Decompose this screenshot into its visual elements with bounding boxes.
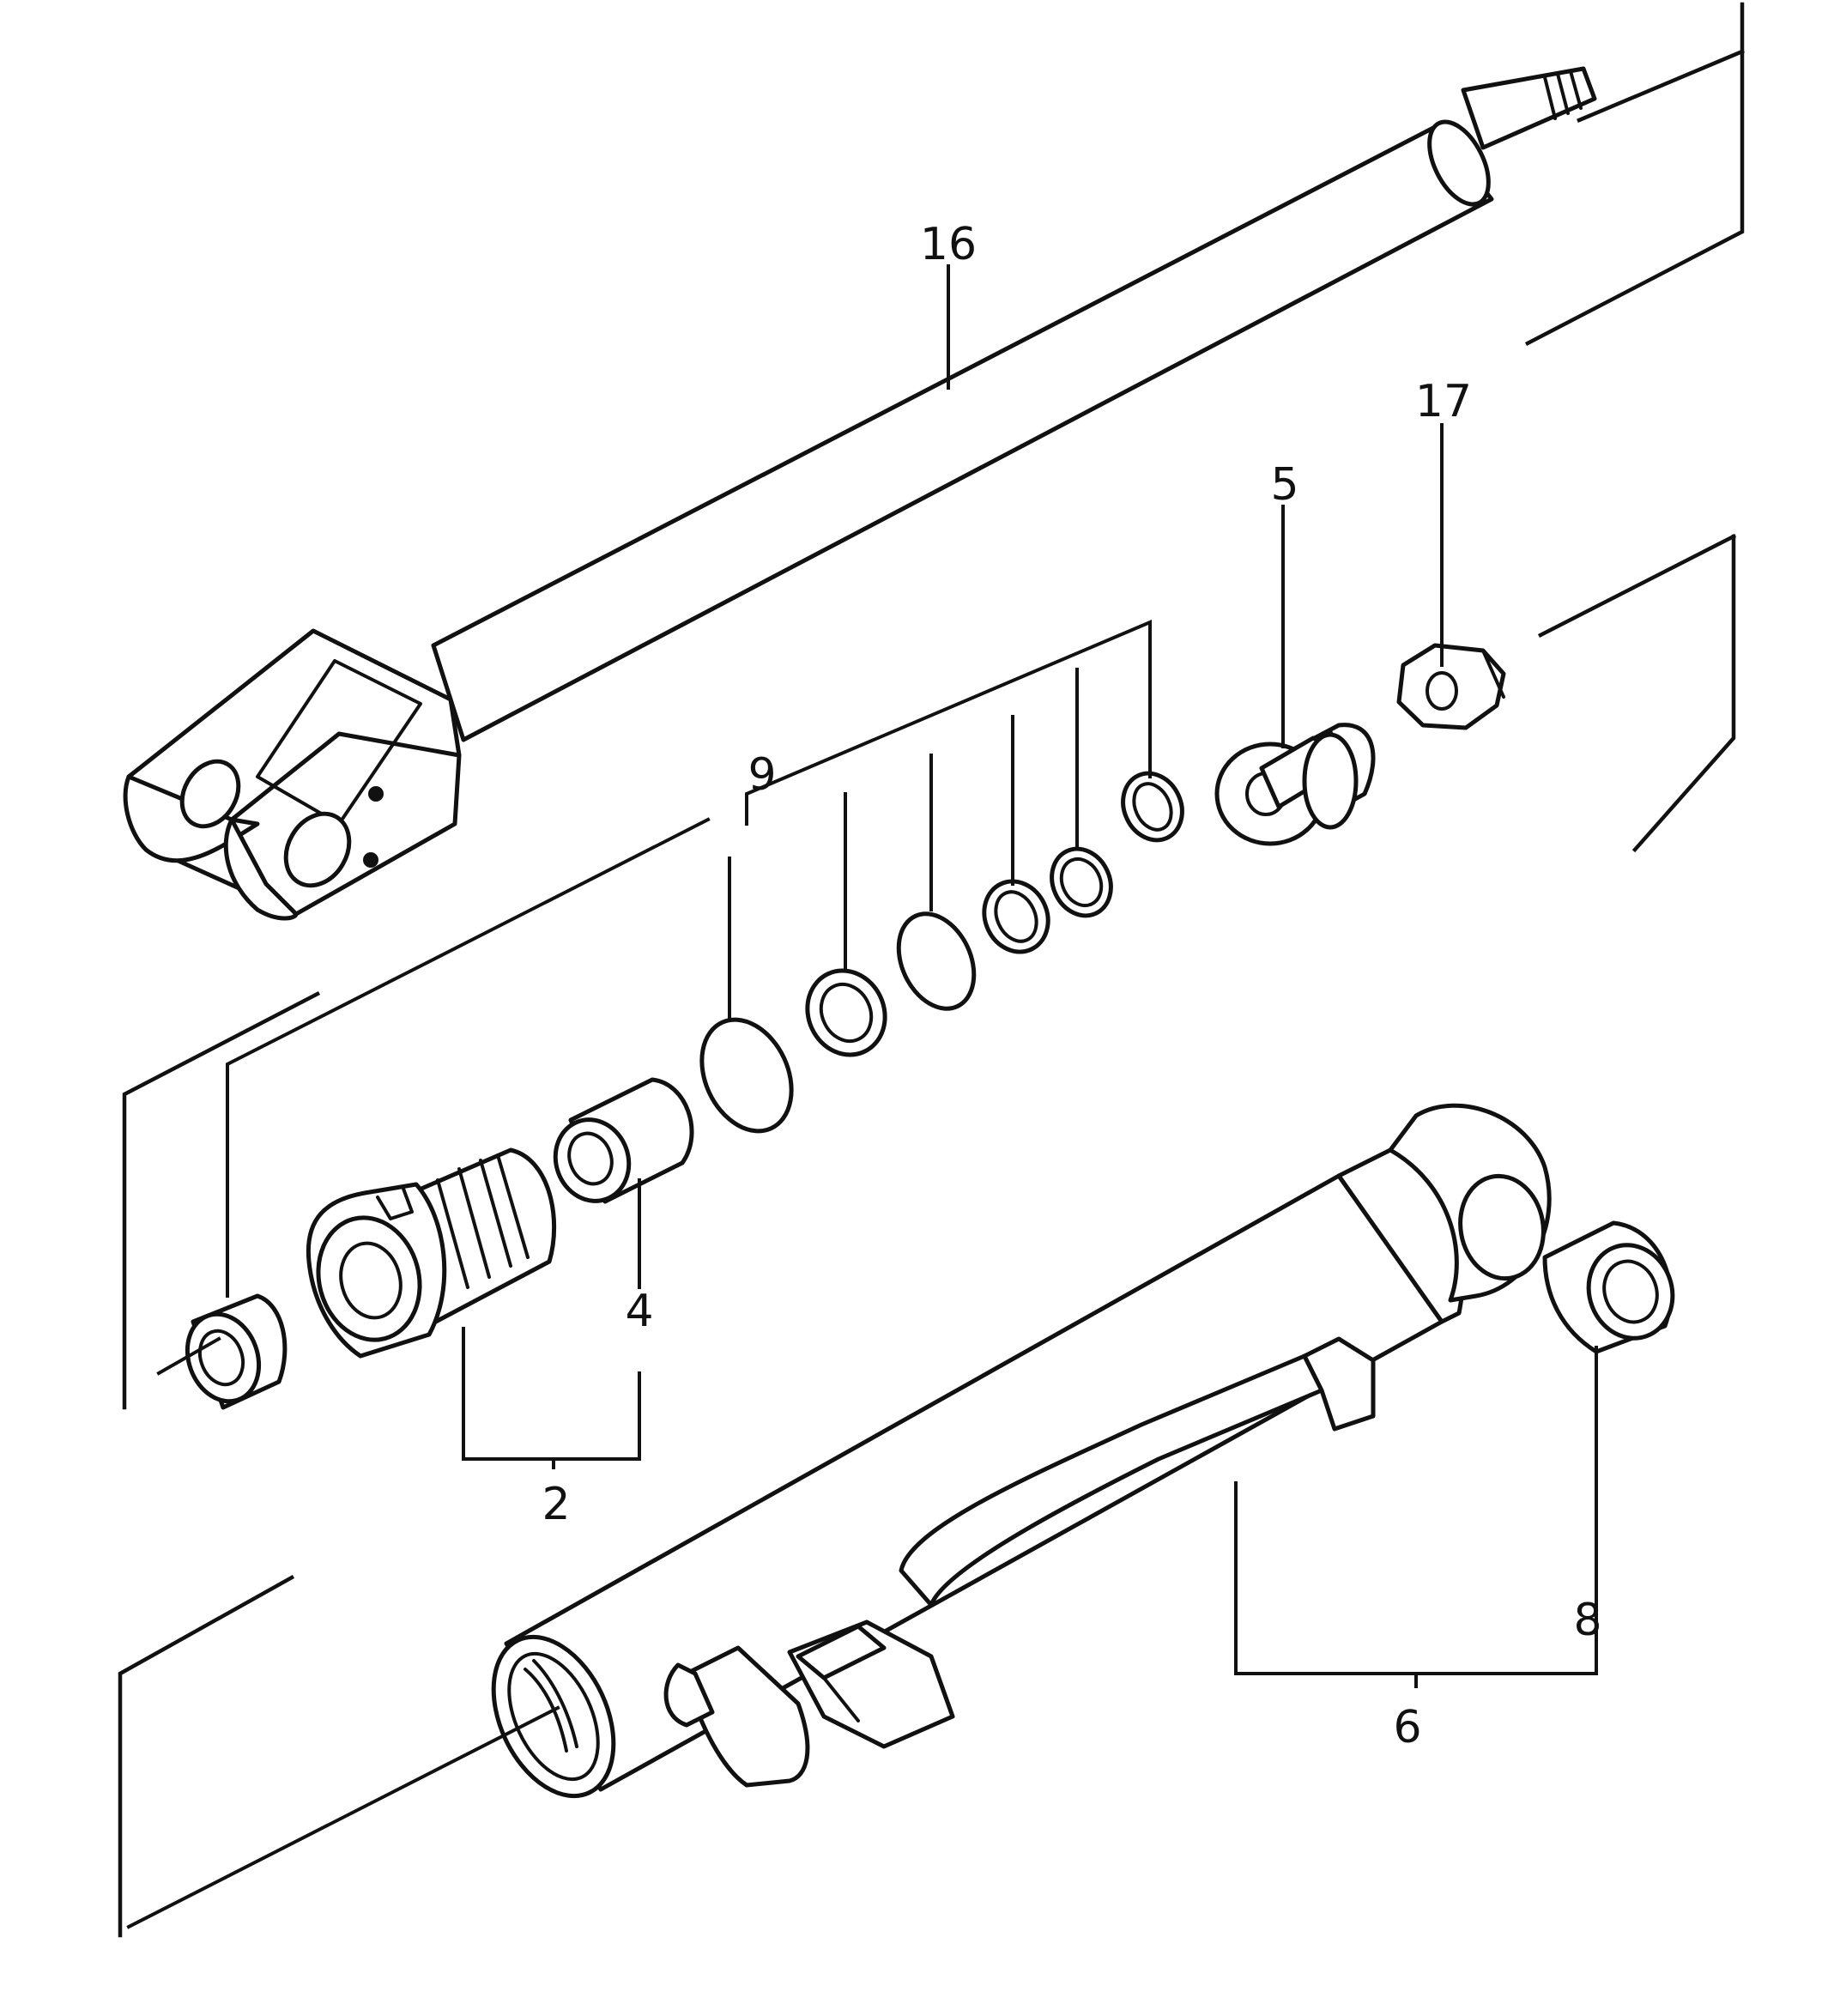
callout-8: 8	[1573, 1595, 1601, 1646]
cylinder-barrel-part-6	[491, 1103, 1552, 1799]
assembly-frame-top-right	[1524, 2, 1745, 347]
seal-ring-3	[982, 879, 1050, 954]
hex-nut-part-17	[1396, 643, 1506, 730]
piston-rod-part-16	[123, 66, 1597, 921]
piston-part-5	[1214, 723, 1376, 846]
leader-lines	[126, 264, 1598, 1929]
seal-ring-1	[1121, 771, 1184, 843]
callout-17: 17	[1415, 376, 1472, 427]
assembly-frame-left-bottom	[118, 1574, 295, 1938]
seal-ring-2	[1050, 846, 1113, 918]
backup-ring	[805, 968, 887, 1057]
o-ring-1	[896, 911, 977, 1011]
callout-9: 9	[748, 749, 776, 801]
callout-5: 5	[1270, 459, 1298, 511]
callout-6: 6	[1393, 1702, 1421, 1753]
o-ring-2	[699, 1017, 794, 1134]
assembly-frame-middle-right	[1537, 533, 1737, 853]
callout-4: 4	[625, 1286, 653, 1337]
gland-part-2	[306, 1147, 557, 1359]
wiper-seal	[185, 1293, 288, 1410]
bushing-part-4	[553, 1077, 694, 1204]
bushing-part-8	[1542, 1220, 1675, 1354]
callout-16: 16	[920, 219, 977, 270]
callout-2: 2	[542, 1479, 570, 1530]
assembly-frame-left-top	[122, 990, 321, 1410]
